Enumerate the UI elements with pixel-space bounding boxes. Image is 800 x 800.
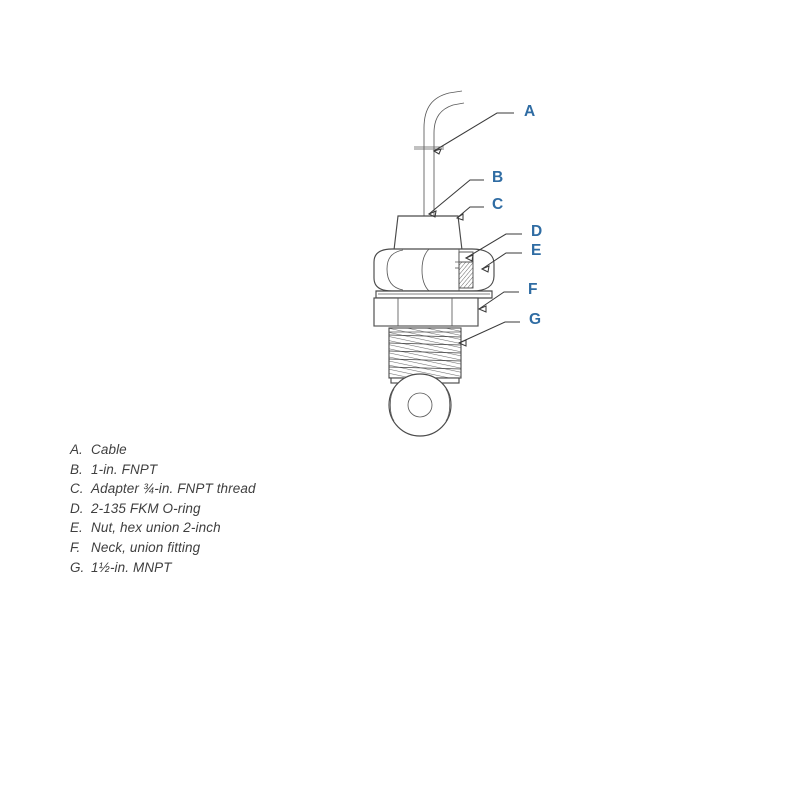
legend-text-g: 1½-in. MNPT — [91, 559, 172, 575]
legend-letter-b: B. — [70, 461, 83, 477]
leader-lines — [427, 112, 522, 347]
legend-text-b: 1-in. FNPT — [91, 461, 158, 477]
legend-text-c: Adapter ¾-in. FNPT thread — [91, 481, 256, 497]
legend-letter-e: E. — [70, 520, 83, 536]
legend-letter-a: A. — [70, 442, 83, 457]
legend-item-a: A. Cable — [70, 440, 490, 460]
callout-letter-b: B — [492, 169, 503, 186]
legend-text-e: Nut, hex union 2-inch — [91, 520, 221, 536]
legend-item-b: B. 1-in. FNPT — [70, 460, 490, 480]
callout-letter-d: D — [531, 223, 542, 240]
part-neck — [373, 297, 479, 327]
callout-labels: A B C D E F G — [492, 103, 542, 328]
legend-letter-g: G. — [70, 559, 85, 575]
callout-letter-f: F — [528, 281, 537, 298]
legend-item-c: C. Adapter ¾-in. FNPT thread — [70, 479, 490, 499]
part-adapter — [393, 215, 463, 251]
callout-letter-a: A — [524, 103, 535, 120]
legend-letter-d: D. — [70, 500, 84, 516]
legend-text-f: Neck, union fitting — [91, 539, 201, 555]
callout-letter-g: G — [529, 311, 541, 328]
legend-letter-f: F. — [70, 539, 81, 555]
part-hex-nut — [373, 248, 495, 299]
legend-text-d: 2-135 FKM O-ring — [91, 500, 201, 516]
legend-letter-c: C. — [70, 481, 84, 497]
part-end-cap — [388, 373, 452, 437]
legend-text-a: Cable — [91, 442, 127, 457]
callout-letter-c: C — [492, 196, 503, 213]
legend-item-f: F. Neck, union fitting — [70, 538, 490, 558]
legend-item-d: D. 2-135 FKM O-ring — [70, 499, 490, 519]
part-cable — [414, 90, 465, 216]
part-o-ring — [455, 251, 474, 289]
legend-list: A. Cable B. 1-in. FNPT C. Adapter ¾-in. … — [70, 440, 490, 577]
legend-item-g: G. 1½-in. MNPT — [70, 558, 490, 578]
callout-letter-e: E — [531, 242, 541, 259]
legend-item-e: E. Nut, hex union 2-inch — [70, 518, 490, 538]
